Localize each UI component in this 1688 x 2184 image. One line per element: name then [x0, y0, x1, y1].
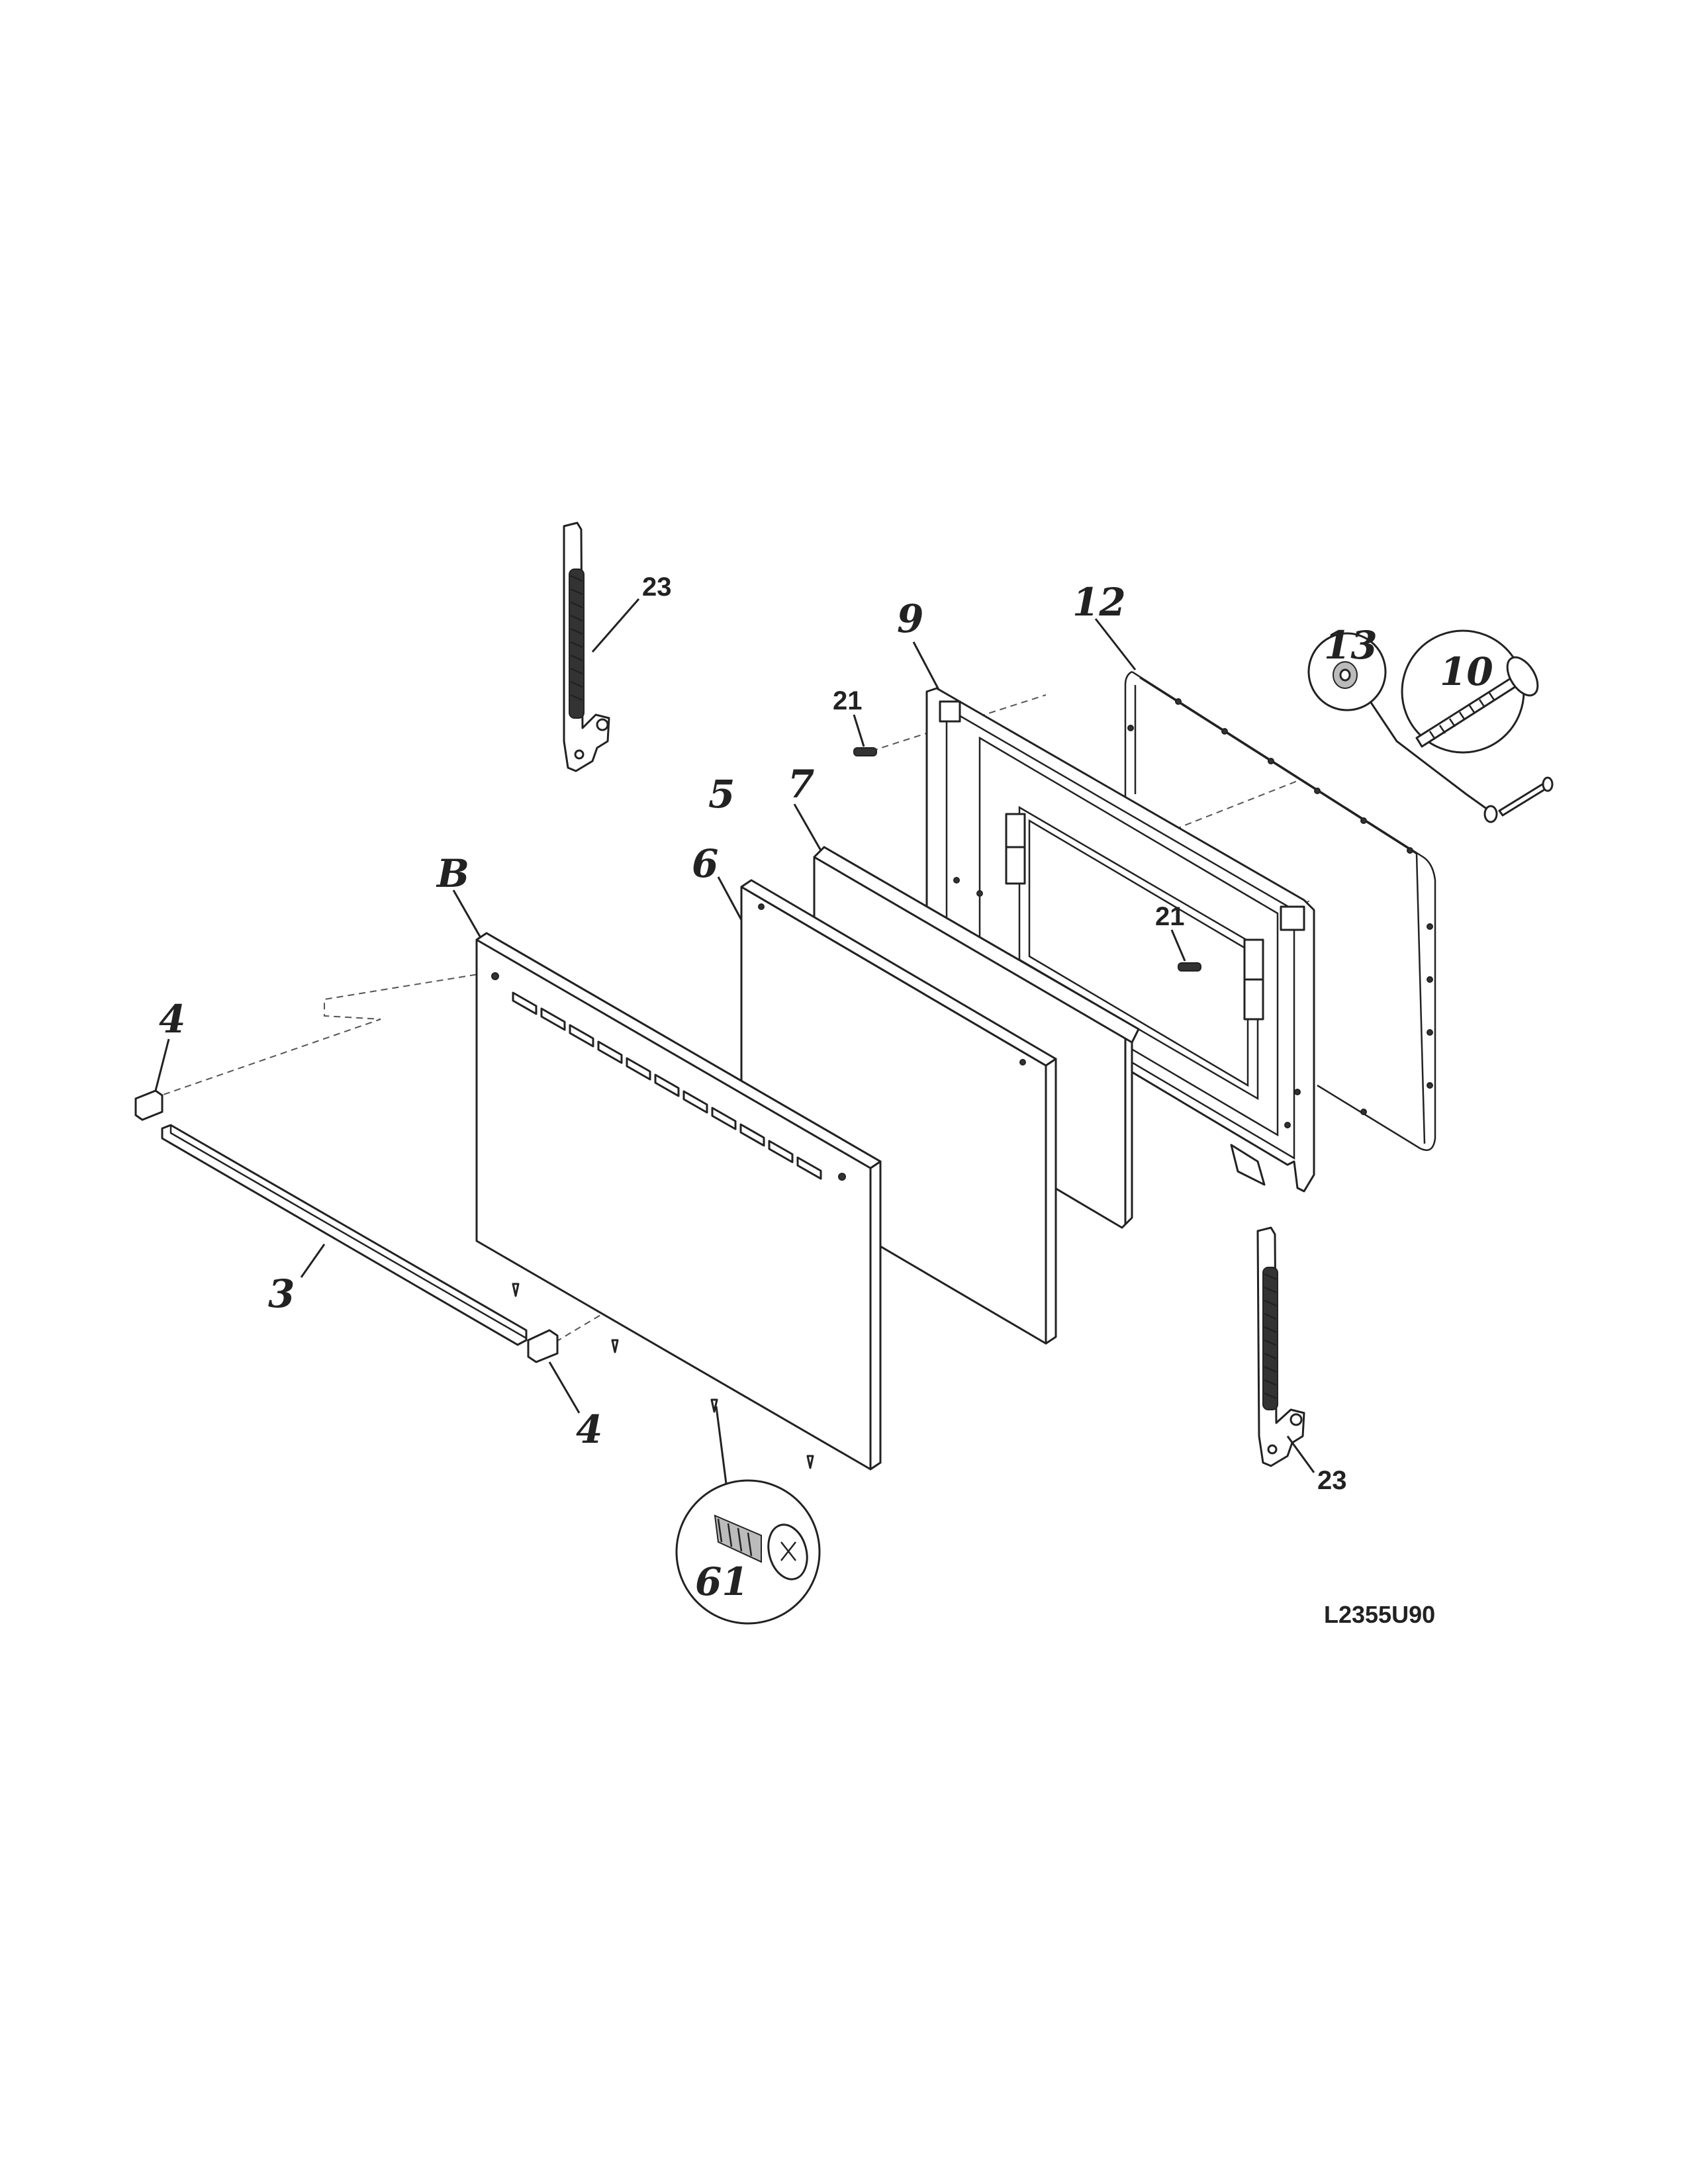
- callout-door-panel: B: [436, 851, 469, 896]
- callout-pin-upper: 21: [833, 686, 863, 715]
- callout-gasket: 12: [1072, 580, 1126, 625]
- callout-end-cap-left: 4: [159, 997, 185, 1042]
- door-pin-lower: [1170, 929, 1201, 972]
- door-gasket: [1094, 618, 1436, 1152]
- end-cap-right: [527, 1329, 581, 1414]
- callout-inner-door: 9: [897, 596, 923, 641]
- callout-hinge-top: 23: [642, 572, 672, 602]
- screw-detail: [675, 1406, 821, 1625]
- diagram-code: L2355U90: [1324, 1601, 1435, 1628]
- callout-screw: 61: [695, 1559, 749, 1604]
- outer-door-panel: [452, 889, 882, 1471]
- door-trim-strip: [161, 1124, 528, 1346]
- callout-bolt: 10: [1440, 649, 1493, 694]
- callout-washer: 13: [1324, 623, 1378, 668]
- callout-insulation: 5: [708, 772, 735, 817]
- callout-glass-front: 6: [692, 841, 718, 886]
- callout-pin-lower: 21: [1155, 902, 1185, 931]
- washer-and-bolt-detail: [1307, 629, 1554, 823]
- callout-end-cap-right: 4: [576, 1407, 602, 1452]
- top-door-hinge: [563, 522, 640, 772]
- end-cap-left: [134, 1038, 170, 1121]
- door-pin-upper: [853, 714, 877, 756]
- callout-trim-strip: 3: [268, 1271, 295, 1316]
- front-glass-panel: [717, 876, 1057, 1345]
- callout-hinge-bottom: 23: [1317, 1466, 1347, 1495]
- callout-labels: 23 23 21 21 9 12 13 10 5 7 6 B 4 4 3 61 …: [159, 572, 1493, 1628]
- bottom-door-hinge: [1256, 1226, 1315, 1473]
- callout-glass-back: 7: [788, 762, 814, 807]
